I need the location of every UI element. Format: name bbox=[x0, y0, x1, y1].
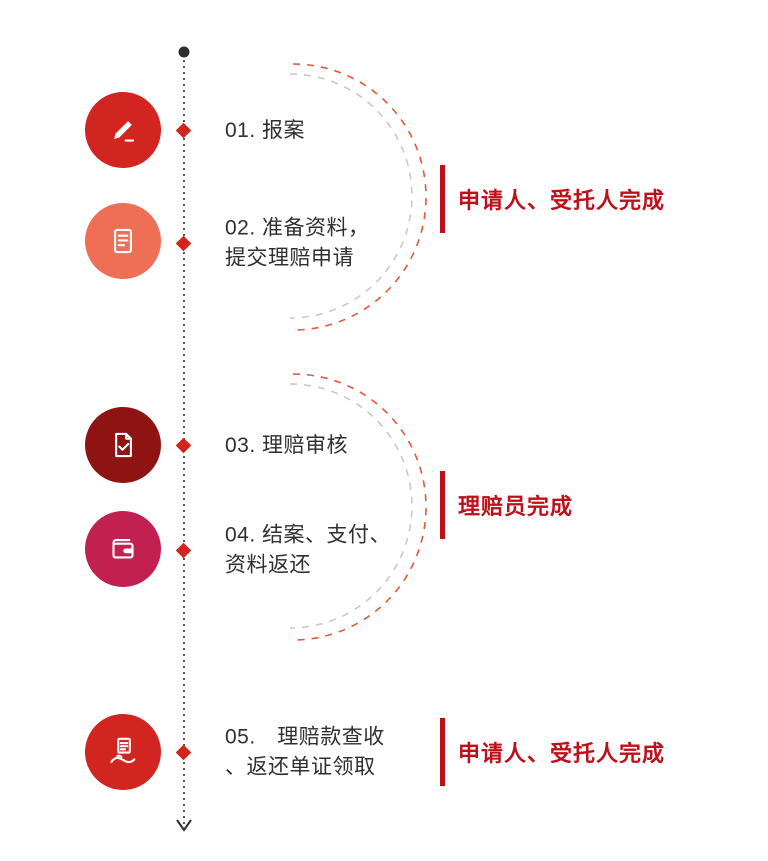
step-1-marker bbox=[175, 122, 192, 139]
step-1-icon-circle bbox=[85, 92, 161, 168]
timeline-start-dot bbox=[178, 46, 190, 58]
step-4-marker bbox=[175, 542, 192, 559]
wallet-icon bbox=[112, 538, 134, 559]
step-3-line1: 03. 理赔审核 bbox=[225, 433, 349, 457]
group1-arc-red bbox=[292, 63, 427, 331]
timeline-end-arrow bbox=[176, 819, 192, 832]
step-5-marker bbox=[175, 744, 192, 761]
step-2-marker bbox=[175, 235, 192, 252]
document-lines-icon bbox=[114, 228, 132, 254]
step-2-line1: 02. 准备资料， bbox=[225, 216, 370, 240]
annotation-group-3: 申请人、受托人完成 bbox=[440, 718, 665, 786]
annotation-group-3-label: 申请人、受托人完成 bbox=[458, 741, 666, 766]
annotation-group-2: 理赔员完成 bbox=[440, 471, 573, 539]
group2-arc-red bbox=[292, 373, 427, 641]
step-1-line1: 01. 报案 bbox=[225, 118, 306, 142]
step-4-line1: 04. 结案、支付、 bbox=[225, 523, 392, 547]
step-2-icon-circle bbox=[85, 203, 161, 279]
hand-document-icon bbox=[110, 737, 136, 764]
group1-arc-gray bbox=[289, 73, 413, 319]
step-2-line2: 提交理赔申请 bbox=[225, 247, 354, 270]
annotation-group-2-label: 理赔员完成 bbox=[458, 494, 574, 519]
step-3-icon-circle bbox=[85, 407, 161, 483]
step-4-label: 04. 结案、支付、 资料返还 bbox=[225, 521, 391, 582]
group2-arc-gray bbox=[289, 383, 413, 629]
document-check-icon bbox=[115, 432, 132, 458]
annotation-group-1: 申请人、受托人完成 bbox=[440, 165, 665, 233]
step-5-label: 05. 理赔款查收 、返还单证领取 bbox=[225, 723, 385, 784]
step-4-icon-circle bbox=[85, 511, 161, 587]
pencil-edit-icon bbox=[114, 121, 135, 142]
step-5-icon-circle bbox=[85, 714, 161, 790]
step-2-label: 02. 准备资料， 提交理赔申请 bbox=[225, 214, 370, 275]
step-1-label: 01. 报案 bbox=[225, 116, 305, 146]
step-4-line2: 资料返还 bbox=[225, 554, 311, 577]
step-5-line1: 05. 理赔款查收 bbox=[225, 725, 385, 749]
step-3-label: 03. 理赔审核 bbox=[225, 431, 348, 461]
step-5-line2: 、返还单证领取 bbox=[225, 756, 376, 779]
step-3-marker bbox=[175, 437, 192, 454]
annotation-group-1-label: 申请人、受托人完成 bbox=[458, 188, 666, 213]
